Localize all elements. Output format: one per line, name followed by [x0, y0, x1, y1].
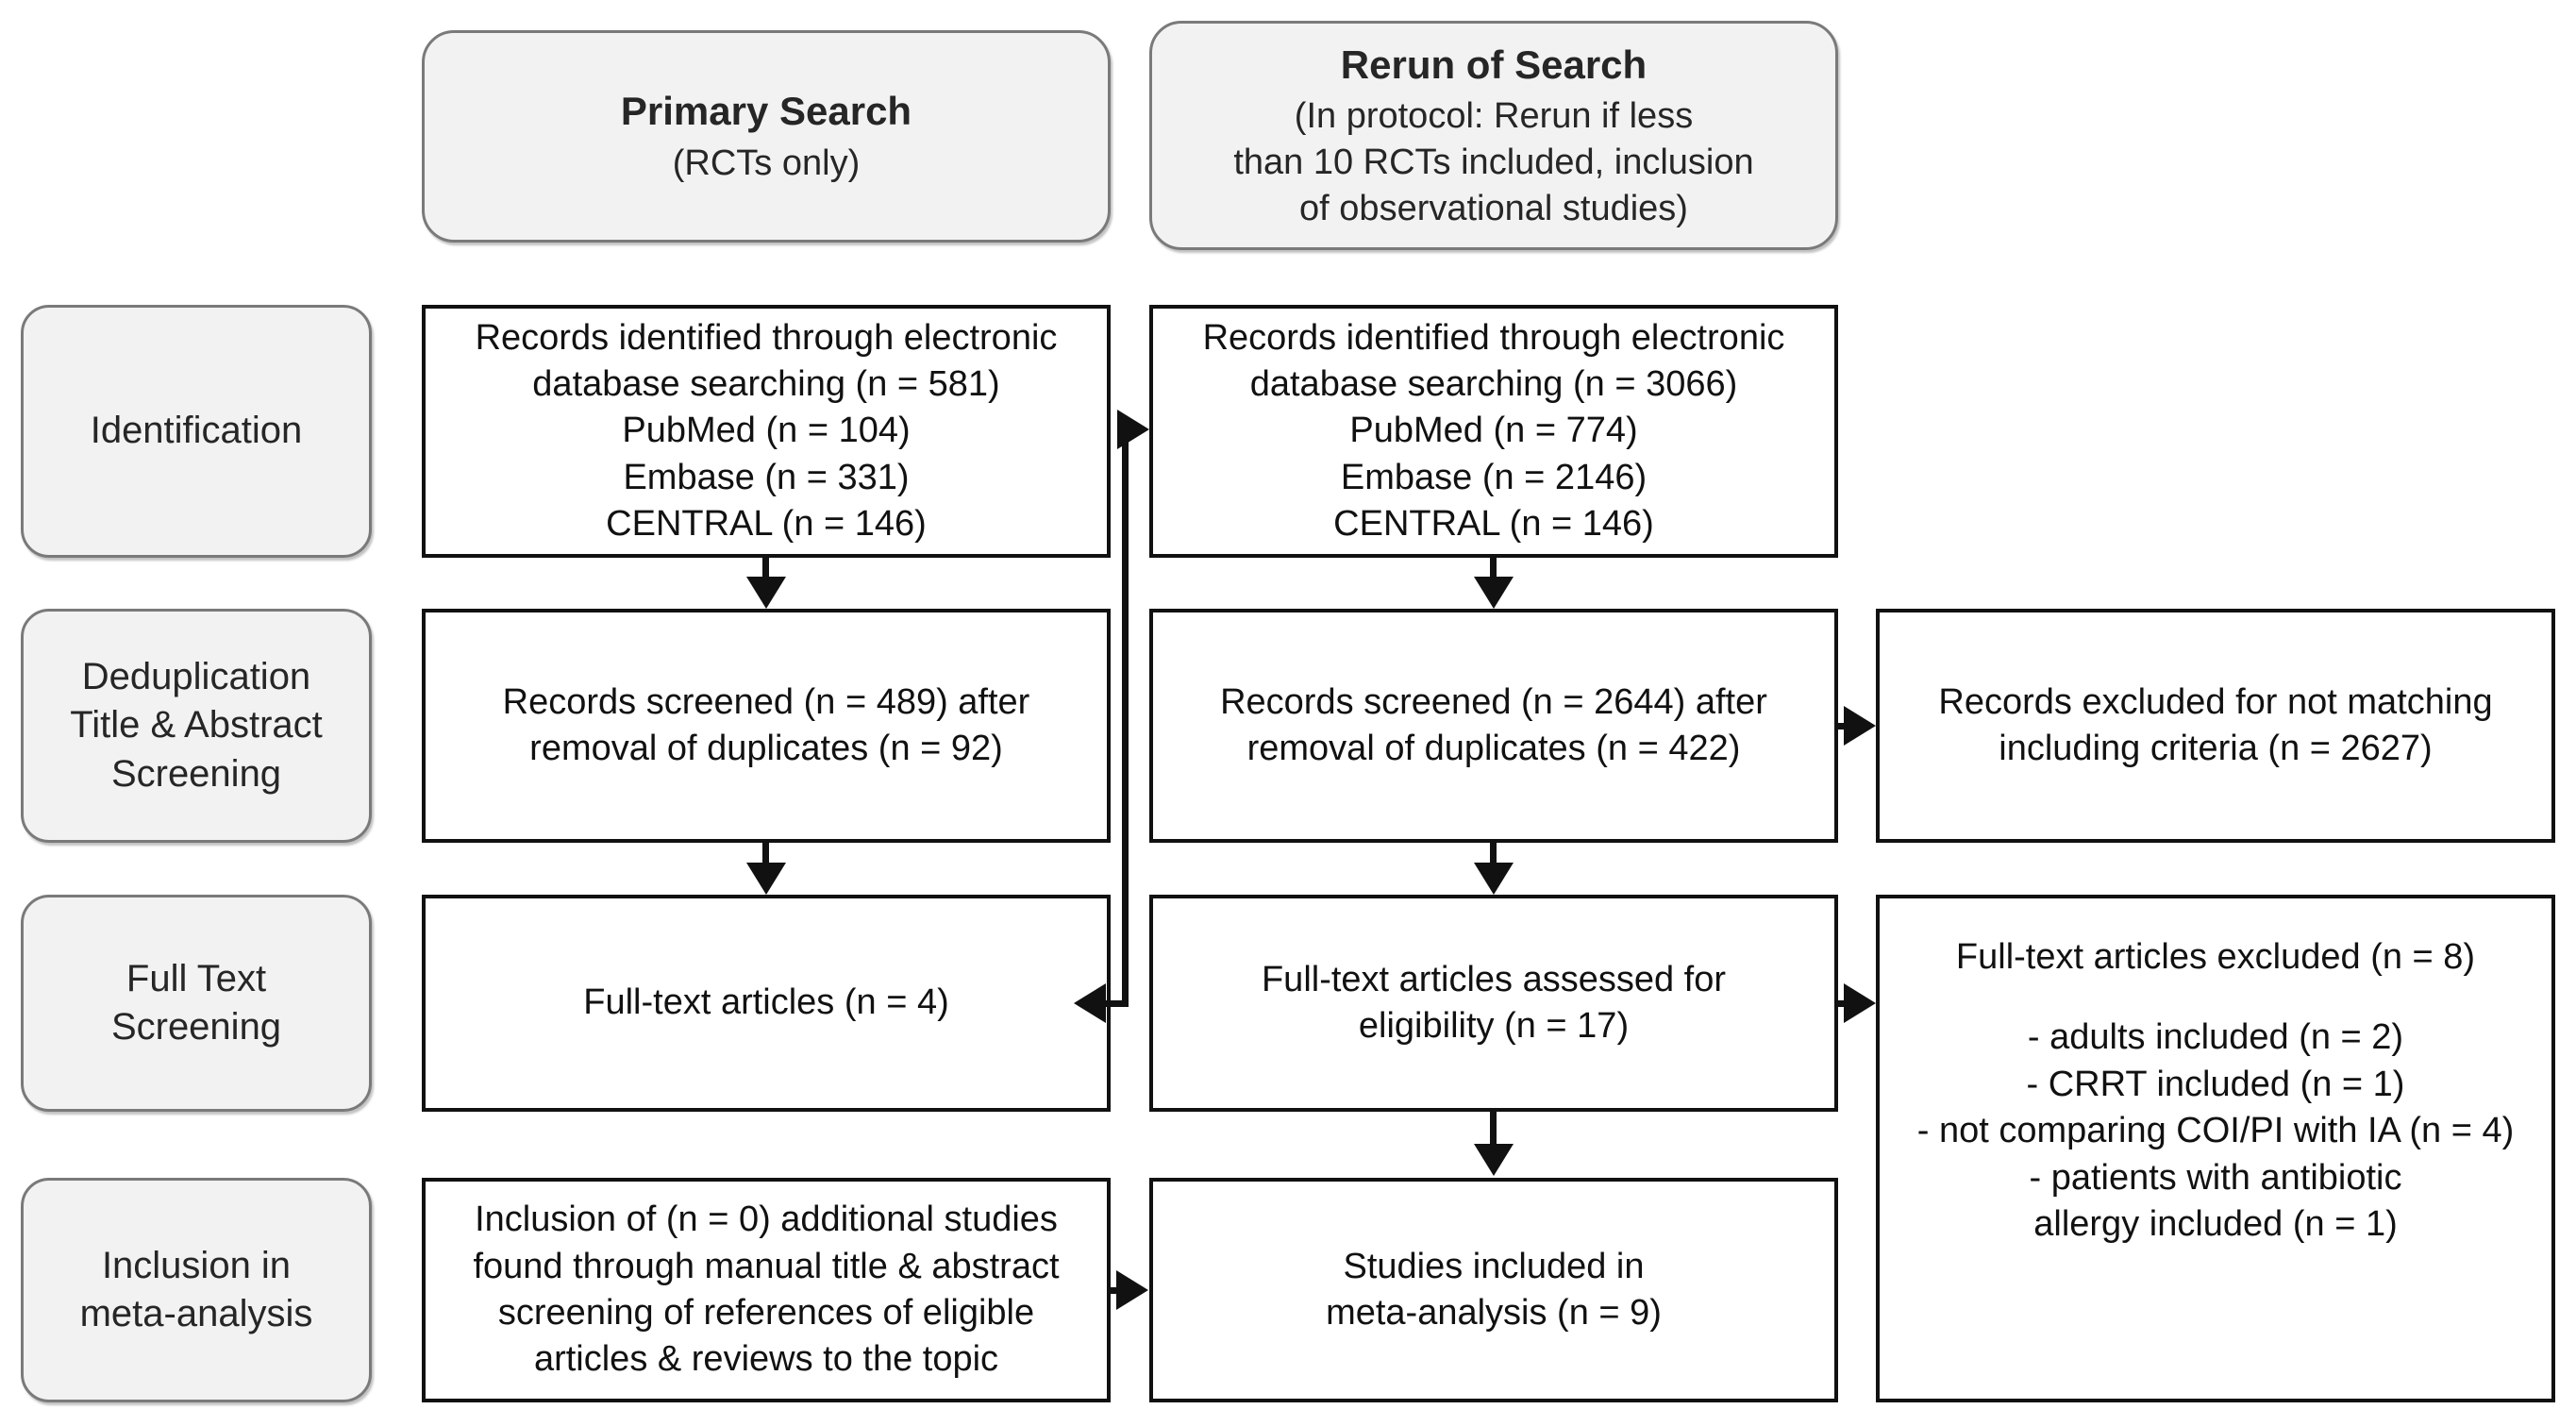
rerun-identification-line1: Records identified through electronic — [1202, 317, 1785, 358]
connector-primary-screened-to-fulltext — [762, 843, 769, 869]
rerun-identification-line5: CENTRAL (n = 146) — [1333, 504, 1654, 545]
primary-identification-line4: Embase (n = 331) — [623, 457, 910, 497]
header-primary-search-subtitle: (RCTs only) — [672, 143, 861, 184]
stage-label-full-text-screening: Full Text Screening — [21, 895, 372, 1112]
stage-full-text-label-line2: Screening — [110, 1006, 282, 1048]
header-rerun-search-subtitle-line1: (In protocol: Rerun if less — [1294, 96, 1694, 137]
manual-inclusion-line2: found through manual title & abstract — [473, 1246, 1060, 1286]
manual-inclusion-line4: articles & reviews to the topic — [533, 1339, 999, 1380]
arrowhead-rerun-screened-to-fulltext — [1474, 863, 1514, 895]
arrowhead-primary-id-to-screened — [746, 577, 786, 609]
stage-deduplication-label-line1: Deduplication — [81, 656, 311, 698]
studies-included-line2: meta-analysis (n = 9) — [1326, 1293, 1662, 1333]
box-primary-identification: Records identified through electronic da… — [422, 305, 1111, 558]
connector-rerun-screened-to-fulltext — [1490, 843, 1497, 869]
box-primary-fulltext: Full-text articles (n = 4) — [422, 895, 1111, 1112]
arrowhead-rerun-screened-to-excluded — [1844, 706, 1876, 746]
stage-full-text-label-line1: Full Text — [125, 957, 267, 999]
arrowhead-rerun-fulltext-to-included — [1474, 1144, 1514, 1176]
arrowhead-manual-inclusion-to-included — [1116, 1270, 1148, 1310]
header-rerun-search-title: Rerun of Search — [1340, 42, 1648, 87]
stage-identification-label: Identification — [90, 410, 303, 452]
box-rerun-identification: Records identified through electronic da… — [1149, 305, 1838, 558]
stage-label-deduplication: Deduplication Title & Abstract Screening — [21, 609, 372, 843]
arrowhead-rerun-feedback-into-primary-fulltext — [1074, 983, 1106, 1023]
box-fulltext-excluded: Full-text articles excluded (n = 8) - ad… — [1876, 895, 2555, 1402]
fulltext-excluded-line4: - not comparing COI/PI with IA (n = 4) — [1916, 1111, 2515, 1151]
box-studies-included: Studies included in meta-analysis (n = 9… — [1149, 1178, 1838, 1402]
stage-inclusion-label-line1: Inclusion in — [101, 1244, 292, 1286]
rerun-identification-line4: Embase (n = 2146) — [1340, 457, 1648, 497]
fulltext-excluded-line5: - patients with antibiotic — [2029, 1157, 2402, 1198]
primary-identification-line3: PubMed (n = 104) — [622, 411, 911, 451]
header-primary-search-title: Primary Search — [620, 89, 912, 134]
primary-screened-line2: removal of duplicates (n = 92) — [529, 729, 1003, 768]
primary-identification-line1: Records identified through electronic — [475, 317, 1058, 358]
stage-inclusion-label-line2: meta-analysis — [79, 1293, 313, 1334]
stage-label-inclusion-meta-analysis: Inclusion in meta-analysis — [21, 1178, 372, 1402]
fulltext-excluded-line3: - CRRT included (n = 1) — [2026, 1064, 2405, 1104]
manual-inclusion-line1: Inclusion of (n = 0) additional studies — [475, 1200, 1058, 1240]
arrowhead-rerun-fulltext-to-excluded — [1844, 983, 1876, 1023]
primary-identification-line2: database searching (n = 581) — [532, 363, 1000, 404]
connector-primary-id-to-screened — [762, 558, 769, 584]
rerun-fulltext-line1: Full-text articles assessed for — [1261, 959, 1727, 999]
arrowhead-primary-screened-to-fulltext — [746, 863, 786, 895]
rerun-screened-line2: removal of duplicates (n = 422) — [1246, 729, 1741, 768]
box-records-excluded: Records excluded for not matching includ… — [1876, 609, 2555, 843]
arrowhead-rerun-id-to-screened — [1474, 577, 1514, 609]
records-excluded-line1: Records excluded for not matching — [1938, 681, 2493, 722]
connector-rerun-feedback-loop — [1122, 429, 1129, 1003]
box-rerun-fulltext: Full-text articles assessed for eligibil… — [1149, 895, 1838, 1112]
box-primary-screened: Records screened (n = 489) after removal… — [422, 609, 1111, 843]
box-rerun-screened: Records screened (n = 2644) after remova… — [1149, 609, 1838, 843]
stage-label-identification: Identification — [21, 305, 372, 558]
studies-included-line1: Studies included in — [1343, 1246, 1645, 1286]
box-manual-inclusion: Inclusion of (n = 0) additional studies … — [422, 1178, 1111, 1402]
primary-fulltext-line1: Full-text articles (n = 4) — [583, 982, 949, 1023]
rerun-screened-line1: Records screened (n = 2644) after — [1220, 681, 1767, 722]
fulltext-excluded-line6: allergy included (n = 1) — [2033, 1203, 2398, 1244]
manual-inclusion-line3: screening of references of eligible — [497, 1293, 1035, 1333]
records-excluded-line2: including criteria (n = 2627) — [1999, 729, 2433, 768]
connector-rerun-feedback-bottom — [1083, 1000, 1129, 1007]
arrowhead-rerun-feedback-into-identification — [1117, 410, 1149, 449]
header-primary-search: Primary Search (RCTs only) — [422, 30, 1111, 243]
primary-screened-line1: Records screened (n = 489) after — [502, 681, 1030, 722]
header-rerun-search: Rerun of Search (In protocol: Rerun if l… — [1149, 21, 1838, 250]
primary-identification-line5: CENTRAL (n = 146) — [606, 504, 927, 545]
header-rerun-search-subtitle-line2: than 10 RCTs included, inclusion — [1233, 143, 1754, 183]
rerun-fulltext-line2: eligibility (n = 17) — [1358, 1006, 1630, 1046]
rerun-identification-line2: database searching (n = 3066) — [1249, 363, 1738, 404]
header-rerun-search-subtitle-line3: of observational studies) — [1299, 188, 1688, 228]
connector-rerun-id-to-screened — [1490, 558, 1497, 584]
rerun-identification-line3: PubMed (n = 774) — [1349, 411, 1638, 451]
fulltext-excluded-spacer — [1895, 981, 2536, 1015]
stage-deduplication-label-line2: Title & Abstract — [70, 704, 323, 747]
fulltext-excluded-line2: - adults included (n = 2) — [2027, 1017, 2404, 1058]
fulltext-excluded-line1: Full-text articles excluded (n = 8) — [1955, 937, 2476, 977]
stage-deduplication-label-line3: Screening — [110, 752, 282, 795]
connector-rerun-fulltext-to-included — [1490, 1112, 1497, 1148]
